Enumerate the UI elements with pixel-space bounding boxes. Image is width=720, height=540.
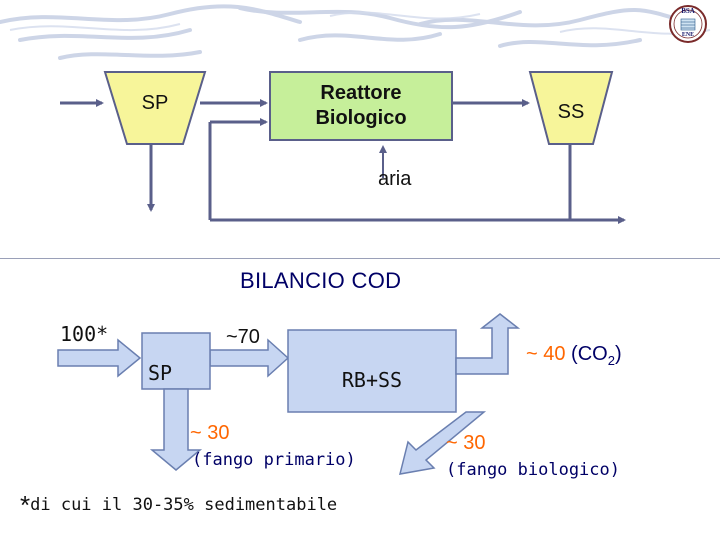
- cod-primary-sludge-value: ~ 30: [190, 422, 229, 445]
- cod-primary-sludge-label: (fango primario): [192, 450, 356, 470]
- air-label: aria: [378, 168, 411, 191]
- cod-input-value: 100*: [60, 322, 108, 346]
- cod-balance-title: BILANCIO COD: [240, 268, 401, 294]
- primary-settler-label: SP: [105, 92, 205, 115]
- cod-reactor-label: RB+SS: [288, 368, 456, 392]
- cod-co2-output: ~ 40 (CO2): [526, 343, 622, 368]
- section-divider: [0, 258, 720, 259]
- cod-footnote: *di cui il 30-35% sedimentabile: [20, 490, 337, 521]
- secondary-settler-label: SS: [530, 101, 612, 124]
- reactor-label-line1: Reattore: [270, 81, 452, 106]
- reactor-label: Reattore Biologico: [270, 81, 452, 131]
- cod-co2-arrow: [456, 314, 518, 374]
- cod-biological-sludge-label: (fango biologico): [446, 460, 620, 480]
- cod-footnote-asterisk: *: [20, 490, 30, 520]
- cod-co2-unit-suffix: ): [615, 343, 622, 365]
- cod-footnote-text: di cui il 30-35% sedimentabile: [30, 495, 337, 515]
- cod-co2-unit-prefix: (CO: [571, 343, 608, 365]
- cod-primary-settler-label: SP: [148, 361, 172, 385]
- cod-co2-value: ~ 40: [526, 343, 565, 365]
- cod-biological-sludge-value: ~ 30: [446, 432, 485, 455]
- cod-co2-subscript: 2: [608, 353, 615, 368]
- reactor-label-line2: Biologico: [270, 106, 452, 131]
- cod-to-reactor-value: ~70: [226, 326, 260, 349]
